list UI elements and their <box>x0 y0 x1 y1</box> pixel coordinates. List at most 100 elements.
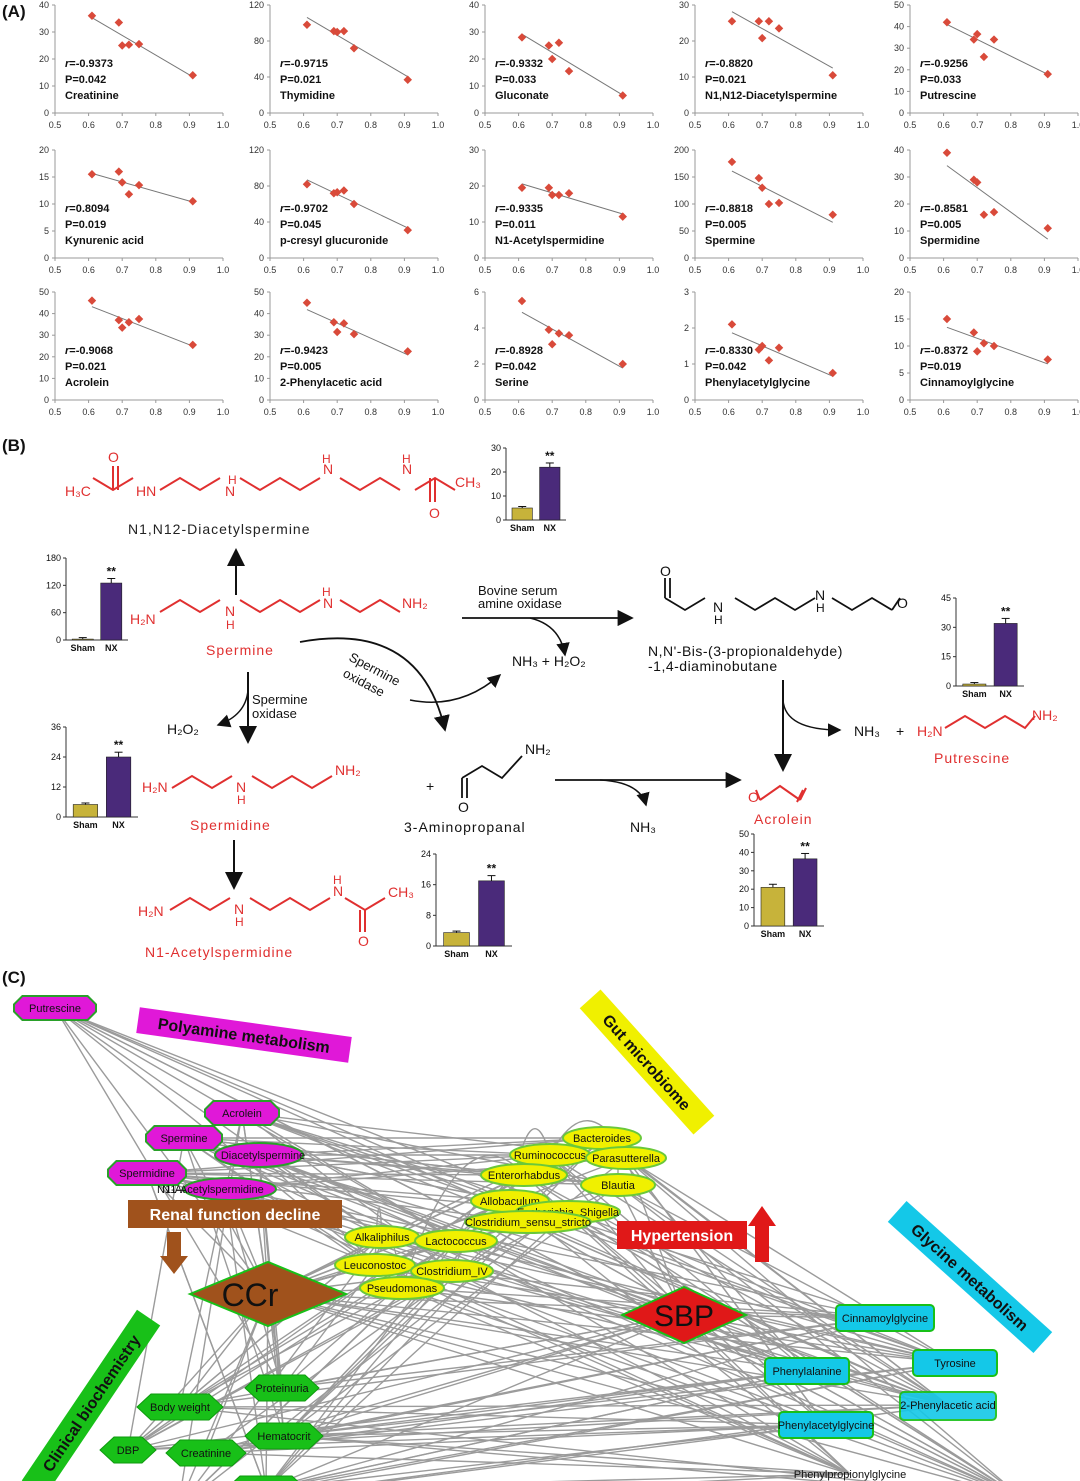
svg-text:Phenylacetylglycine: Phenylacetylglycine <box>778 1420 875 1432</box>
scatter-point <box>774 24 784 33</box>
bar-y-tick: 16 <box>421 880 431 890</box>
y-tick-label: 10 <box>894 341 904 351</box>
svg-text:H: H <box>322 585 331 599</box>
bar-y-tick: 10 <box>491 491 501 501</box>
metabolite-name: Gluconate <box>495 90 549 102</box>
svg-text:O: O <box>108 449 119 465</box>
x-tick-label: 0.7 <box>971 120 984 130</box>
scatter-point <box>114 18 124 27</box>
scatter-point <box>403 225 413 235</box>
x-tick-label: 0.5 <box>479 120 492 130</box>
r-value: r=-0.9715 <box>280 58 328 70</box>
svg-text:O: O <box>660 563 671 579</box>
svg-text:Tyrosine: Tyrosine <box>934 1358 976 1370</box>
significance-mark: ** <box>487 862 497 876</box>
p-value: P=0.005 <box>920 219 961 231</box>
svg-text:Bacteroides: Bacteroides <box>573 1133 632 1145</box>
bar-nx <box>539 466 561 521</box>
y-tick-label: 30 <box>894 172 904 182</box>
metabolite-name: Kynurenic acid <box>65 235 144 247</box>
svg-text:NH₂: NH₂ <box>1032 707 1058 723</box>
svg-text:Enterorhabdus: Enterorhabdus <box>488 1170 561 1182</box>
putrescine-structure <box>944 714 1036 730</box>
trend-line <box>521 183 623 215</box>
bar-y-tick: 40 <box>739 847 749 857</box>
aminopropanal-label: 3-Aminopropanal <box>404 819 526 835</box>
nh3-label-b: NH₃ <box>854 723 880 739</box>
y-tick-label: 10 <box>39 373 49 383</box>
scatter-point <box>332 27 342 37</box>
x-tick-label: 0.7 <box>331 407 344 417</box>
x-tick-label: 1.0 <box>647 407 660 417</box>
bar-sham <box>443 932 470 947</box>
bar-y-tick: 0 <box>946 681 951 691</box>
r-value: r=-0.8581 <box>920 203 968 215</box>
smo-label-1: Spermine <box>252 692 308 707</box>
scatter-point <box>517 33 527 42</box>
scatter-point <box>1043 69 1053 79</box>
svg-text:Creatinine: Creatinine <box>181 1448 231 1460</box>
p-value: P=0.042 <box>495 361 536 373</box>
y-tick-label: 10 <box>894 226 904 236</box>
scatter-point <box>114 315 124 325</box>
y-tick-label: 0 <box>44 108 49 118</box>
metabolite-name: Thymidine <box>280 90 335 102</box>
y-tick-label: 10 <box>39 199 49 209</box>
scatter-point <box>942 148 952 157</box>
metabolite-name: Serine <box>495 377 529 389</box>
node-proteinuria: Proteinuria <box>244 1374 320 1402</box>
svg-text:DBP: DBP <box>117 1445 140 1457</box>
y-tick-label: 20 <box>894 65 904 75</box>
x-tick-label: 0.6 <box>297 265 310 275</box>
svg-text:N: N <box>333 883 343 899</box>
y-tick-label: 40 <box>469 0 479 10</box>
polyamine-pathway: H₃C HN N H N H N H CH₃ O O N1,N12-Diacet… <box>46 443 1058 960</box>
y-tick-label: 150 <box>674 172 689 182</box>
node-spermidine: Spermidine <box>107 1160 187 1186</box>
svg-text:N: N <box>225 483 235 499</box>
x-tick-label: 0.9 <box>823 407 836 417</box>
y-tick-label: 10 <box>469 217 479 227</box>
bis-label-2: -1,4-diaminobutane <box>648 658 778 674</box>
node-creatinine: Creatinine <box>165 1439 247 1467</box>
h2o2-label: H₂O₂ <box>167 721 199 737</box>
x-tick-label: 0.6 <box>722 265 735 275</box>
bar-y-tick: 24 <box>421 849 431 859</box>
svg-text:Acrolein: Acrolein <box>222 1108 262 1120</box>
r-value: r=-0.8818 <box>705 203 753 215</box>
x-tick-label: 0.5 <box>264 265 277 275</box>
x-tick-label: 0.5 <box>689 407 702 417</box>
x-tick-label: 0.9 <box>823 120 836 130</box>
bar-category-label: NX <box>799 929 812 939</box>
panel-a-label: (A) <box>2 2 26 21</box>
svg-text:Clostridium_IV: Clostridium_IV <box>416 1266 488 1278</box>
x-tick-label: 0.8 <box>1005 265 1018 275</box>
svg-text:HN: HN <box>136 483 156 499</box>
scatter-point <box>757 341 767 351</box>
svg-text:N: N <box>225 603 235 619</box>
x-tick-label: 0.8 <box>365 407 378 417</box>
diacetylspermine-label: N1,N12-Diacetylspermine <box>128 521 311 537</box>
x-tick-label: 0.6 <box>722 407 735 417</box>
node-2-phenylacetic-acid-box <box>899 1391 997 1421</box>
bar-y-tick: 20 <box>739 884 749 894</box>
category-gut-microbiome: Gut microbiome <box>579 989 715 1135</box>
y-tick-label: 6 <box>474 287 479 297</box>
x-tick-label: 0.9 <box>183 265 196 275</box>
svg-text:Clostridium_sensu_stricto: Clostridium_sensu_stricto <box>465 1217 591 1229</box>
trend-line <box>91 17 194 78</box>
svg-text:Blautia: Blautia <box>601 1180 636 1192</box>
scatter-point <box>1043 355 1053 364</box>
node-pseudomonas: Pseudomonas <box>359 1276 445 1300</box>
x-tick-label: 0.6 <box>722 120 735 130</box>
y-tick-label: 0 <box>474 395 479 405</box>
bsao-label-2: amine oxidase <box>478 596 562 611</box>
